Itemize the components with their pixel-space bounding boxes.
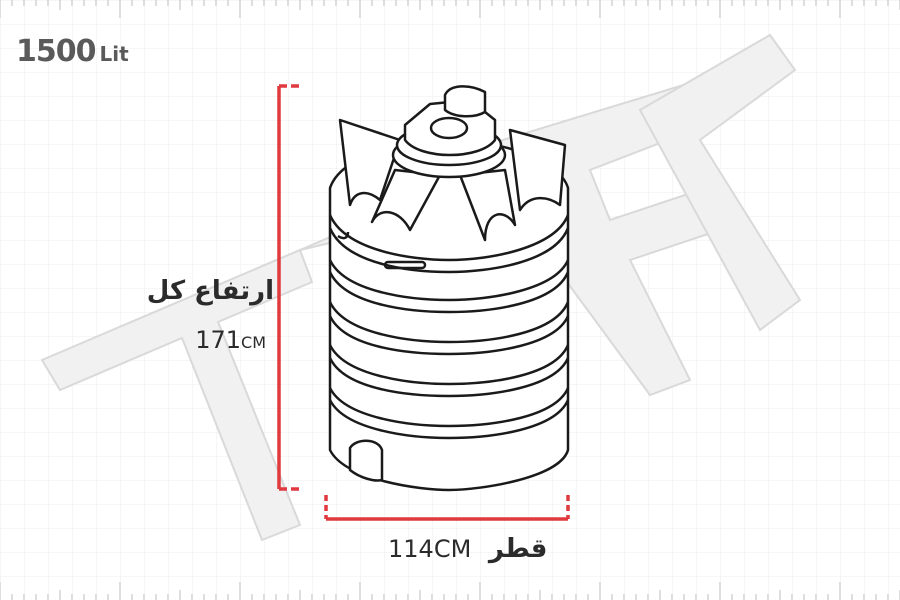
capacity-unit: Lit (99, 42, 129, 66)
height-unit: CM (241, 333, 266, 352)
height-number: 171 (195, 326, 242, 354)
diameter-dimension (324, 495, 570, 521)
water-tank-drawing (328, 85, 570, 492)
height-title: ارتفاع کل (146, 276, 274, 306)
height-measurement: 171CM (195, 326, 266, 354)
diameter-number: 114 (388, 535, 434, 563)
diameter-title: قطر (488, 534, 548, 564)
diameter-unit: CM (433, 535, 472, 563)
bottom-ruler (0, 582, 900, 600)
capacity-value: 1500 (16, 34, 96, 69)
top-ruler (0, 0, 900, 18)
diameter-measurement: 114CM قطر (388, 534, 547, 564)
height-dimension (277, 84, 302, 491)
